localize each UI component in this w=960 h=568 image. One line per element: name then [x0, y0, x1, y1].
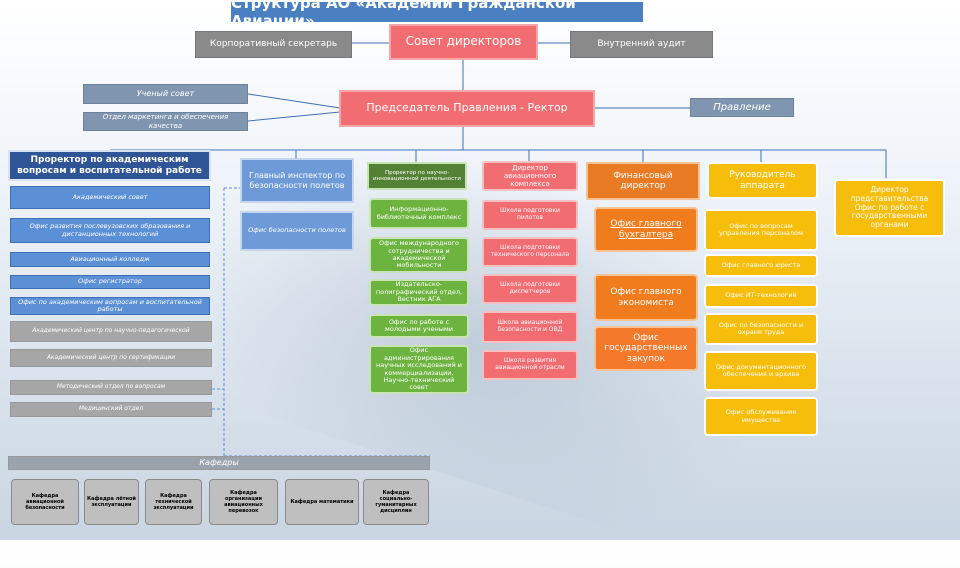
- col6-item: Офис документационного обеспечения и арх…: [704, 351, 818, 391]
- col1-item: Офис по академическим вопросам и воспита…: [10, 297, 210, 315]
- management-board-box: Правление: [690, 98, 794, 117]
- col3-item: Информационно-библиотечный комплекс: [369, 198, 469, 229]
- col5-header: Финансовый директор: [586, 162, 700, 200]
- col2-header: Главный инспектор по безопасности полето…: [240, 158, 354, 203]
- department-box: Кафедра социально-гуманитарных дисциплин: [363, 479, 429, 525]
- col5-item: Офис главного бухгалтера: [594, 207, 698, 252]
- col4-header: Директор авиационного комплекса: [482, 161, 578, 191]
- department-box: Кафедра технической эксплуатации: [145, 479, 202, 525]
- page-title: Структура АО «Академии Гражданской Авиац…: [231, 0, 643, 30]
- chairman-rector-box: Председатель Правления - Ректор: [339, 90, 595, 127]
- corporate-secretary-box: Корпоративный секретарь: [195, 31, 352, 58]
- col3-item: Офис по работе с молодыми учеными: [369, 314, 469, 338]
- col3-item: Офис международного сотрудничества и ака…: [369, 237, 469, 273]
- department-box: Кафедра авиационной безопасности: [11, 479, 79, 525]
- col3-item: Офис администрирования научных исследова…: [369, 345, 469, 394]
- col6-item: Офис по безопасности и охране труда: [704, 313, 818, 345]
- col1-header: Проректор по академическим вопросам и во…: [8, 150, 211, 181]
- col6-header: Руководитель аппарата: [707, 162, 818, 199]
- col6-item: Офис главного юриста: [704, 254, 818, 277]
- col1-item: Академический совет: [10, 186, 210, 209]
- board-of-directors-box: Совет директоров: [389, 24, 538, 60]
- col7-header: Директор представительства Офис по работ…: [834, 179, 945, 237]
- col6-item: Офис ИТ-технологий: [704, 284, 818, 308]
- col1-item: Академический центр по научно-педагогиче…: [10, 321, 212, 342]
- col4-item: Школа авиационной безопасности и ОВД: [482, 311, 578, 343]
- col4-item: Школа развития авиационной отрасли: [482, 350, 578, 380]
- department-box: Кафедра лётной эксплуатации: [84, 479, 139, 525]
- department-box: Кафедра организации авиационных перевозо…: [209, 479, 278, 525]
- col5-item: Офис главного экономиста: [594, 274, 698, 321]
- col1-item: Офис регистратор: [10, 275, 210, 289]
- col6-item: Офис по вопросам управления персоналом: [704, 209, 818, 251]
- col6-item: Офис обслуживания имущества: [704, 397, 818, 436]
- col1-item: Офис развития послевузовских образования…: [10, 218, 210, 243]
- col1-item: Академический центр по сертификации: [10, 349, 212, 367]
- col4-item: Школа подготовки технического персонала: [482, 237, 578, 267]
- department-box: Кафедра математики: [285, 479, 359, 525]
- col5-item: Офис государственных закупок: [594, 326, 698, 371]
- academic-council-box: Ученый совет: [83, 84, 248, 104]
- col2-item: Офис безопасности полетов: [240, 211, 354, 251]
- col1-item: Авиационный колледж: [10, 252, 210, 267]
- col1-item: Методический отдел по вопросам: [10, 380, 212, 395]
- col1-item: Медицинский отдел: [10, 402, 212, 417]
- col4-item: Школа подготовки пилотов: [482, 200, 578, 230]
- col4-item: Школа подготовки диспетчеров: [482, 274, 578, 304]
- departments-label: Кафедры: [8, 456, 430, 470]
- col3-header: Проректор по научно-инновационной деятел…: [367, 162, 467, 190]
- col3-item: Издательско-полиграфический отдел, Вестн…: [369, 279, 469, 306]
- internal-audit-box: Внутренний аудит: [570, 31, 713, 58]
- marketing-department-box: Отдел маркетинга и обеспечения качества: [83, 112, 248, 131]
